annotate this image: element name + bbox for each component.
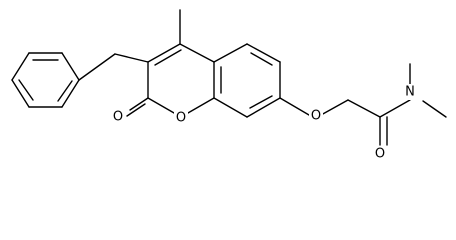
bond — [249, 95, 273, 109]
bond — [61, 52, 80, 81]
bond — [147, 43, 181, 63]
amide-o-label: O — [375, 147, 385, 162]
bond — [114, 53, 149, 63]
bond — [246, 97, 281, 118]
label-background — [309, 108, 323, 124]
bond — [422, 100, 447, 118]
bond — [11, 52, 30, 81]
molecule-structure: O O O O N — [11, 9, 447, 162]
carbonyl-o-ring-label: O — [113, 110, 123, 125]
bond — [379, 99, 411, 118]
label-background — [402, 84, 418, 100]
bond — [250, 52, 273, 66]
ether-o-label: O — [311, 109, 321, 124]
bond — [347, 99, 381, 118]
bond — [126, 103, 146, 117]
bond — [129, 97, 149, 111]
ring-o-label: O — [176, 111, 186, 126]
bond — [179, 43, 215, 63]
bond — [61, 79, 80, 108]
bond — [154, 49, 182, 66]
bond — [78, 53, 116, 81]
bond — [18, 79, 34, 101]
bond — [246, 43, 281, 63]
label-background — [174, 110, 188, 126]
amide-n-label: N — [405, 85, 415, 100]
bond — [320, 99, 349, 116]
pyranone-ring — [147, 43, 215, 118]
phenyl-ring — [11, 52, 80, 108]
molecule-canvas: O O O O N — [11, 9, 447, 162]
bond — [279, 97, 310, 116]
bond — [11, 79, 30, 108]
label-background — [372, 146, 388, 162]
bond — [213, 43, 248, 63]
label-background — [111, 109, 125, 125]
bond — [57, 80, 73, 102]
bond — [213, 97, 248, 118]
fused-benzene-ring — [213, 43, 281, 118]
